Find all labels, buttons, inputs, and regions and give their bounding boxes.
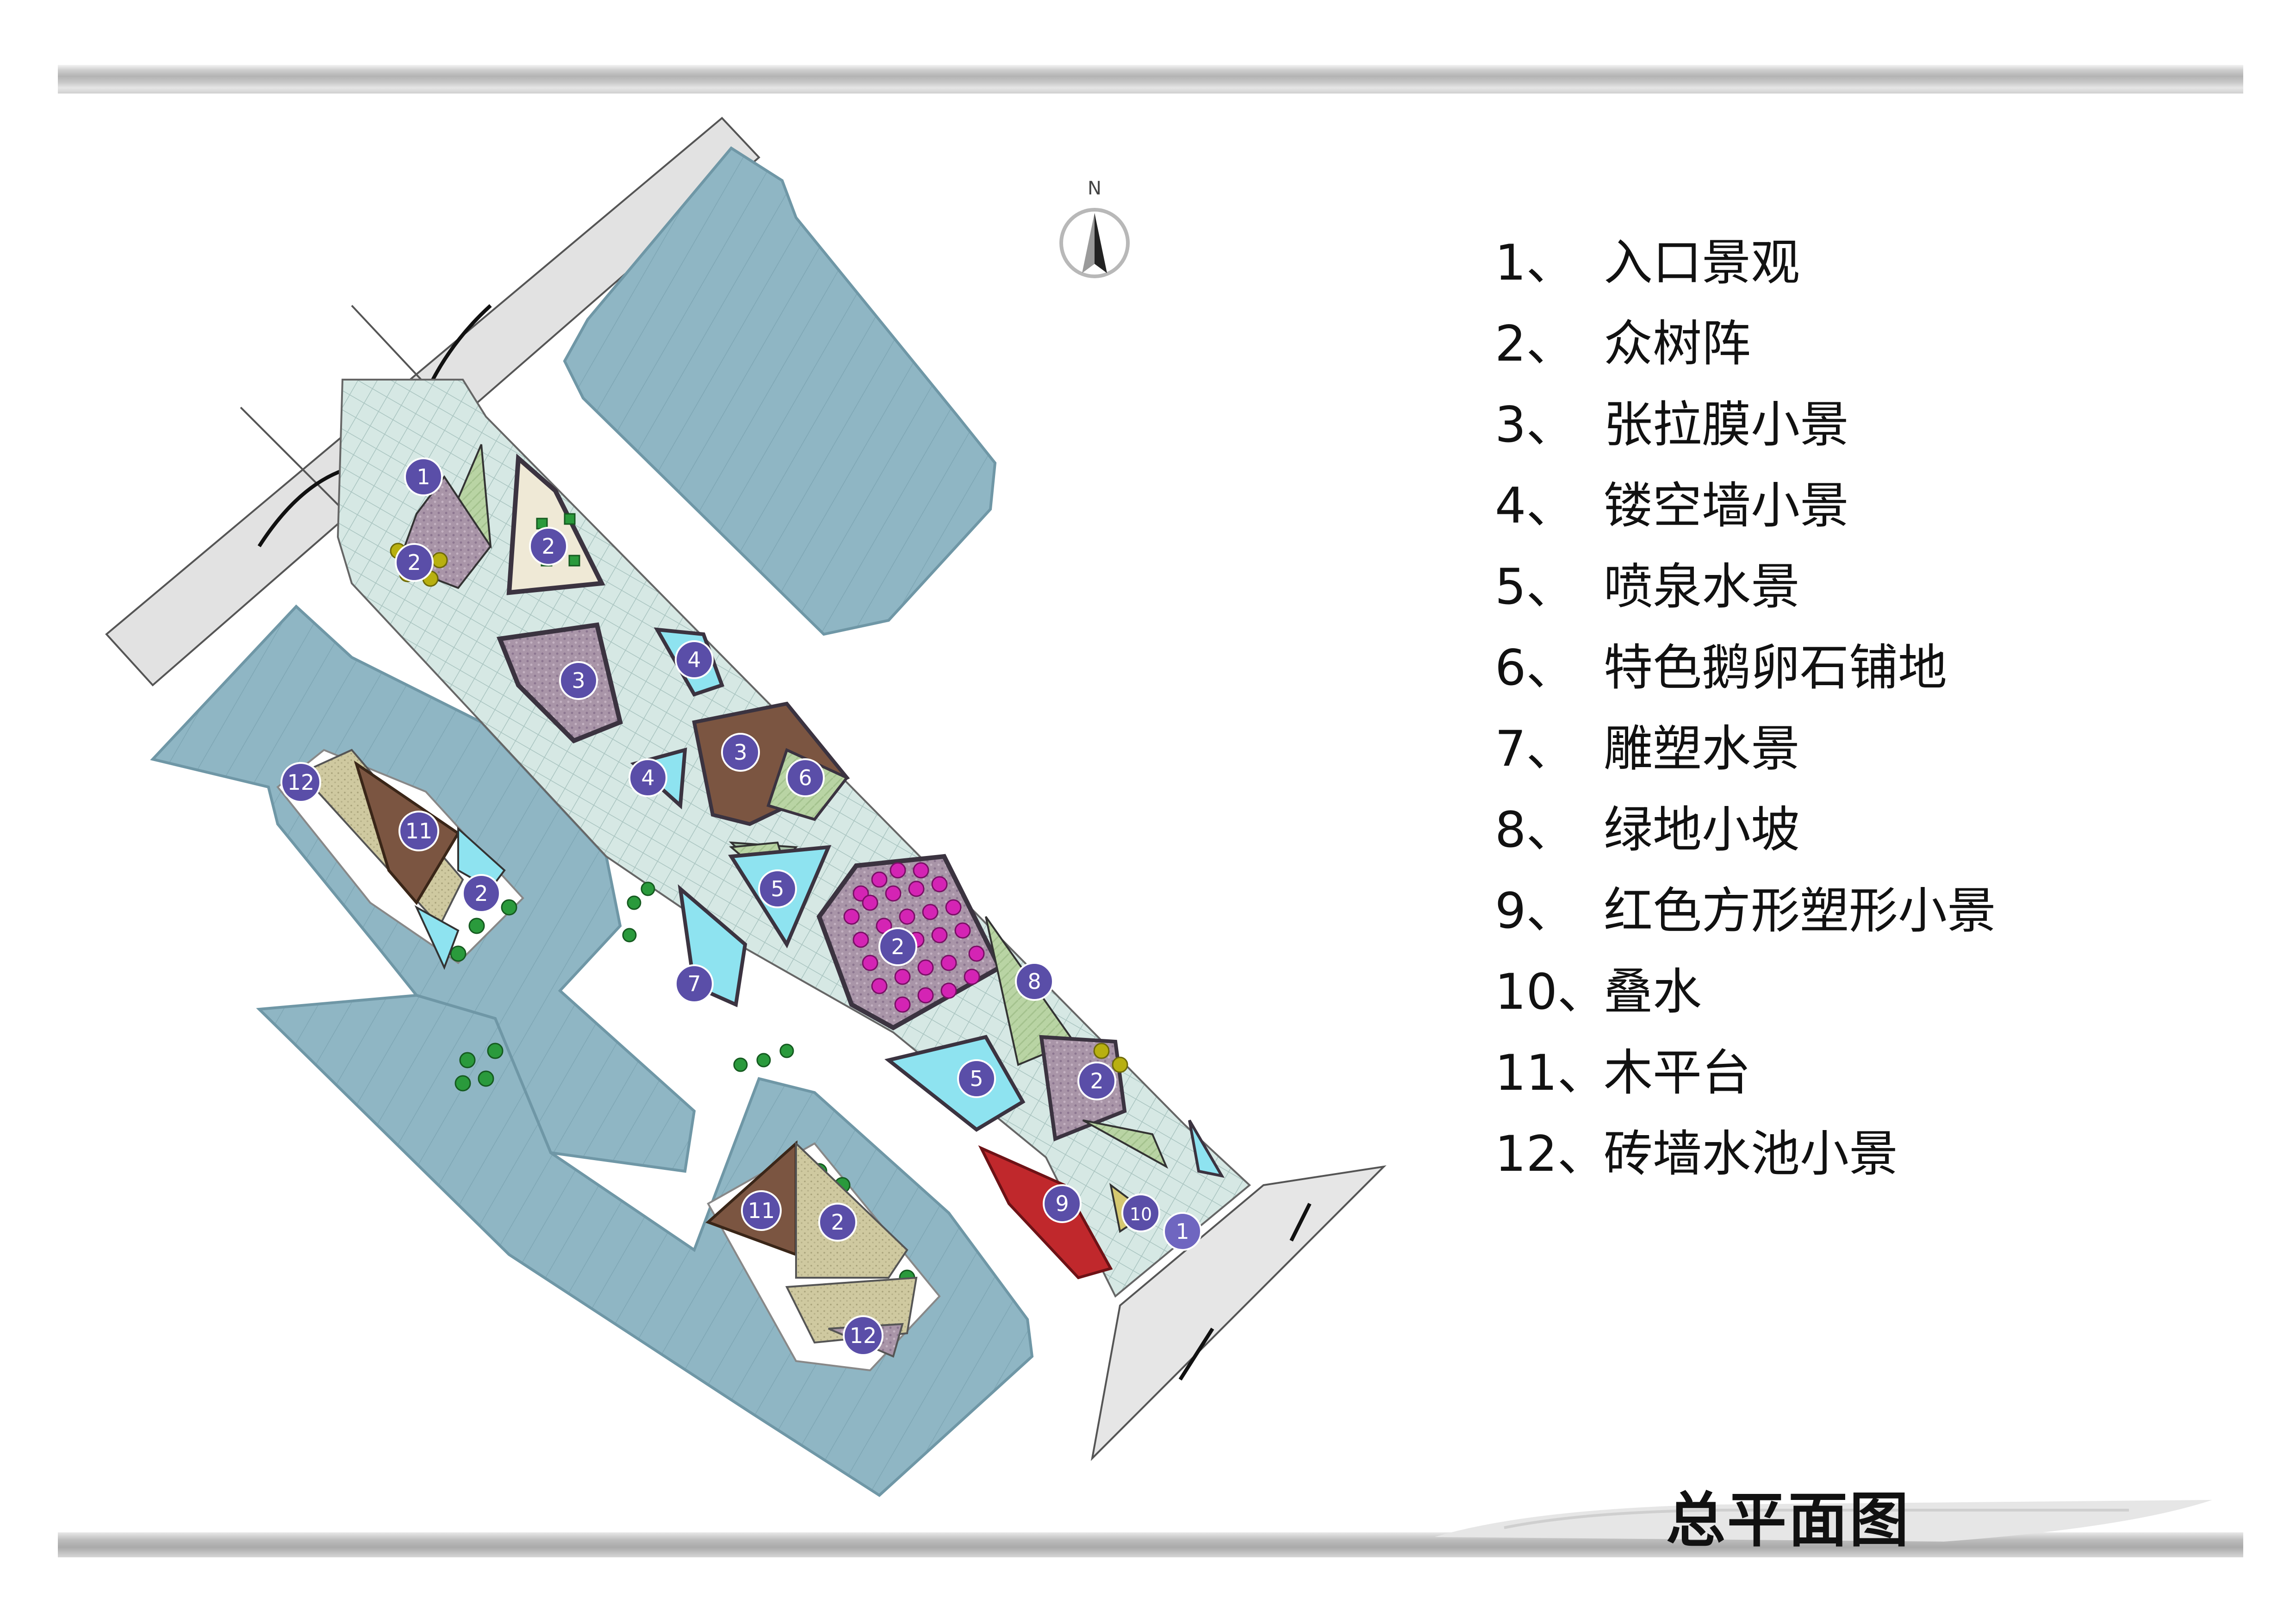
svg-text:4: 4 [687, 647, 701, 672]
page-title: 总平面图 [1666, 1486, 1911, 1555]
marker-11: 11 [398, 811, 439, 851]
marker-12: 12 [843, 1315, 884, 1356]
svg-text:2: 2 [1090, 1068, 1103, 1093]
legend-number: 12、 [1495, 1125, 1606, 1182]
decorative-swoosh [1435, 1500, 2212, 1542]
legend-label: 入口景观 [1604, 234, 1800, 291]
legend-number: 1、 [1495, 234, 1575, 291]
svg-text:10: 10 [1130, 1204, 1152, 1224]
marker-11: 11 [741, 1190, 782, 1231]
marker-5: 5 [758, 869, 797, 908]
marker-6: 6 [786, 758, 825, 797]
legend-label: 绿地小坡 [1604, 801, 1800, 858]
legend-item: 6、特色鹅卵石铺地 [1495, 627, 2235, 708]
svg-text:4: 4 [641, 765, 654, 790]
marker-10: 10 [1121, 1193, 1160, 1232]
cascade-bed [1188, 1119, 1225, 1178]
legend-number: 8、 [1495, 801, 1575, 858]
svg-text:2: 2 [891, 934, 904, 959]
north-arrow-icon: N [1059, 178, 1130, 278]
svg-text:8: 8 [1027, 969, 1041, 994]
legend-label: 砖墙水池小景 [1604, 1125, 1898, 1182]
legend-label: 木平台 [1604, 1044, 1751, 1101]
legend-number: 2、 [1495, 315, 1575, 372]
road-southeast [1090, 1165, 1387, 1461]
svg-text:9: 9 [1055, 1191, 1069, 1216]
legend-number: 5、 [1495, 558, 1575, 615]
feature-markers: 1 1 2 2 2 2 2 2 3 3 4 4 5 5 6 7 8 9 10 1… [280, 457, 1202, 1356]
legend-label: 喷泉水景 [1604, 558, 1800, 615]
legend-item: 2、众树阵 [1495, 303, 2235, 384]
svg-text:3: 3 [572, 668, 585, 693]
legend-label: 特色鹅卵石铺地 [1604, 639, 1947, 696]
marker-5: 5 [957, 1059, 996, 1098]
marker-12: 12 [280, 762, 321, 803]
fountain-bed [884, 1035, 1026, 1132]
marker-2: 2 [395, 543, 434, 582]
legend-number: 10、 [1495, 963, 1606, 1020]
legend-label: 雕塑水景 [1604, 720, 1800, 777]
legend-item: 8、绿地小坡 [1495, 789, 2235, 870]
legend-item: 5、喷泉水景 [1495, 546, 2235, 627]
legend-item: 11、木平台 [1495, 1032, 2235, 1113]
svg-text:7: 7 [687, 971, 701, 996]
legend-item: 12、砖墙水池小景 [1495, 1113, 2235, 1194]
svg-text:11: 11 [748, 1198, 775, 1223]
marker-2: 2 [462, 874, 501, 913]
svg-text:N: N [1088, 178, 1101, 199]
legend-item: 7、雕塑水景 [1495, 708, 2235, 789]
legend-item: 10、叠水 [1495, 951, 2235, 1032]
legend-item: 3、张拉膜小景 [1495, 384, 2235, 465]
svg-text:1: 1 [1176, 1219, 1189, 1244]
marker-2: 2 [878, 927, 917, 966]
legend-label: 镂空墙小景 [1604, 477, 1849, 534]
legend-label: 红色方形塑形小景 [1604, 882, 1996, 939]
svg-text:2: 2 [474, 881, 488, 906]
building-northeast [563, 146, 997, 636]
marker-7: 7 [675, 964, 714, 1003]
legend-item: 9、红色方形塑形小景 [1495, 870, 2235, 951]
legend-number: 9、 [1495, 882, 1575, 939]
marker-1-nw: 1 [404, 457, 443, 496]
legend: 1、入口景观 2、众树阵 3、张拉膜小景 4、镂空墙小景 5、喷泉水景 6、特色… [1495, 222, 2235, 1194]
marker-2: 2 [818, 1203, 857, 1242]
svg-text:5: 5 [970, 1066, 983, 1091]
marker-2: 2 [1077, 1062, 1116, 1100]
svg-text:2: 2 [831, 1210, 844, 1235]
svg-text:1: 1 [417, 464, 430, 489]
legend-item: 1、入口景观 [1495, 222, 2235, 303]
marker-4: 4 [675, 640, 714, 679]
traffic-arrow-icon [1178, 1327, 1214, 1381]
marker-8: 8 [1015, 962, 1054, 1001]
svg-text:12: 12 [850, 1323, 877, 1348]
legend-label: 张拉膜小景 [1604, 396, 1849, 453]
svg-text:11: 11 [405, 818, 433, 843]
legend-number: 11、 [1495, 1044, 1606, 1101]
marker-9: 9 [1043, 1184, 1082, 1223]
marker-3: 3 [721, 733, 760, 772]
svg-text:3: 3 [734, 740, 747, 765]
svg-text:2: 2 [541, 534, 555, 559]
legend-number: 7、 [1495, 720, 1575, 777]
marker-1-se: 1 [1163, 1212, 1202, 1251]
marker-3: 3 [559, 661, 598, 700]
legend-number: 3、 [1495, 396, 1575, 453]
marker-2: 2 [529, 527, 568, 566]
top-divider-bar [58, 65, 2243, 94]
legend-label: 叠水 [1604, 963, 1702, 1020]
svg-text:6: 6 [798, 765, 812, 790]
legend-label: 众树阵 [1604, 315, 1751, 372]
legend-number: 4、 [1495, 477, 1575, 534]
legend-number: 6、 [1495, 639, 1575, 696]
traffic-arrow-icon [1289, 1203, 1312, 1242]
legend-item: 4、镂空墙小景 [1495, 465, 2235, 546]
svg-text:2: 2 [407, 550, 421, 575]
svg-text:12: 12 [287, 770, 315, 795]
marker-4: 4 [628, 758, 667, 797]
svg-text:5: 5 [771, 876, 784, 901]
